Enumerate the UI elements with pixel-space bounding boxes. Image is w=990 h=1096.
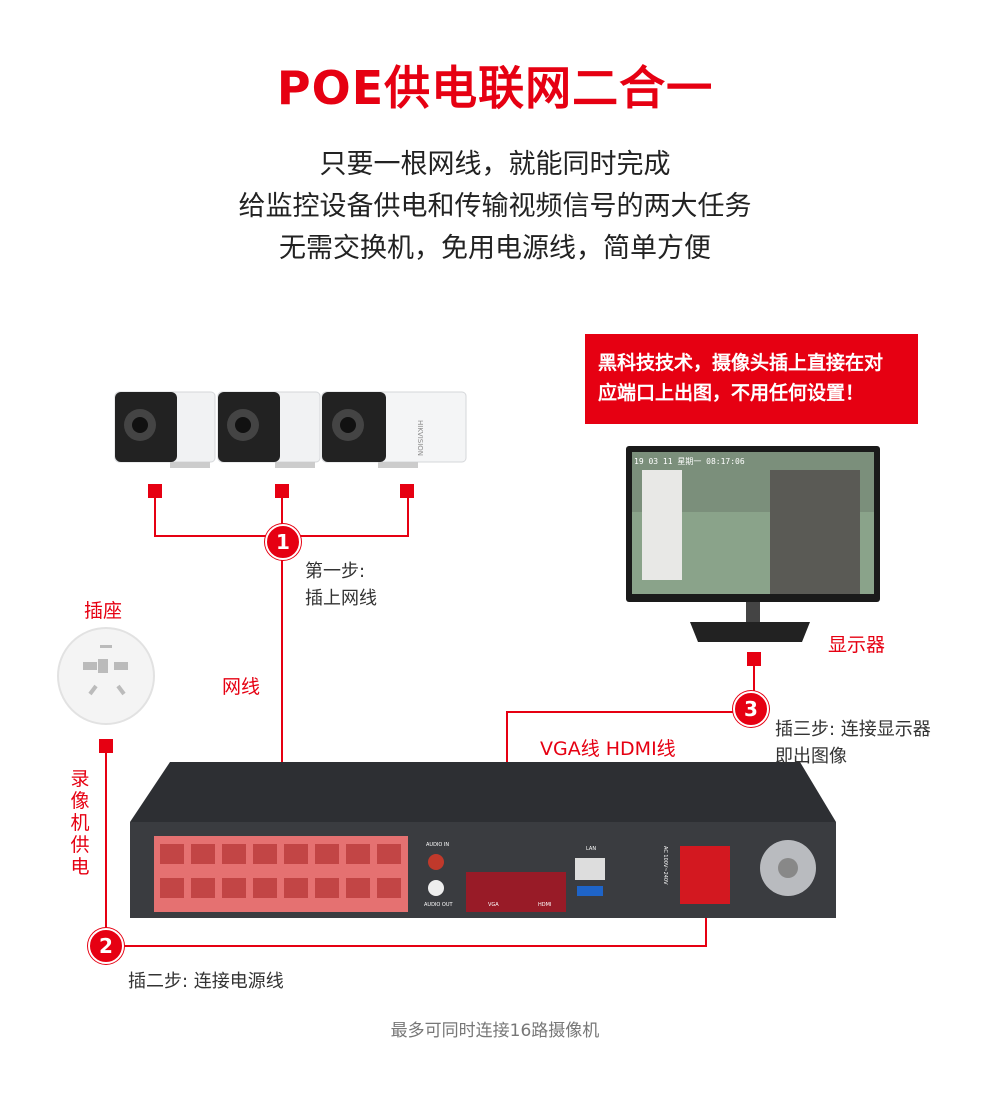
recorder-power-label: 录 像 机 供 电 [70, 768, 90, 878]
screen-osd-text: 19 03 11 星期一 08:17:06 [634, 457, 745, 466]
power-socket-image [57, 627, 155, 725]
footer-note: 最多可同时连接16路摄像机 [390, 1021, 600, 1041]
rj45-port [222, 878, 246, 898]
rj45-port [253, 844, 277, 864]
vga-hdmi-label: VGA线 HDMI线 [540, 738, 676, 760]
rj45-port [284, 844, 308, 864]
subtitle-line-1: 只要一根网线，就能同时完成 [319, 149, 671, 180]
subtitle-line-3: 无需交换机，免用电源线，简单方便 [279, 233, 711, 264]
tech-box-line-2: 应端口上出图，不用任何设置！ [598, 382, 865, 404]
rj45-port [346, 878, 370, 898]
step-1-badge: 1 [265, 524, 301, 560]
camera-2-image [217, 391, 321, 468]
rj45-port [346, 844, 370, 864]
poe-ports [160, 844, 401, 898]
step-1-line-1: 第一步: [305, 561, 366, 582]
audio-out-label: AUDIO OUT [424, 902, 453, 908]
subtitle-line-2: 给监控设备供电和传输视频信号的两大任务 [238, 191, 752, 222]
rj45-port [315, 844, 339, 864]
step-2-badge: 2 [88, 928, 124, 964]
camera-3-image [321, 391, 467, 468]
vga-port-label: VGA [488, 902, 499, 908]
tech-box-line-1: 黑科技技术，摄像头插上直接在对 [598, 352, 884, 374]
rj45-port [160, 878, 184, 898]
camera-brand-text: HIKVISION [416, 420, 424, 457]
nvr-recorder-image [130, 762, 836, 918]
step-3-line-2: 即出图像 [775, 746, 847, 767]
rj45-port [191, 878, 215, 898]
socket-label: 插座 [84, 600, 123, 622]
step-3-badge: 3 [733, 691, 769, 727]
camera-1-image [114, 391, 216, 468]
rj45-port [315, 878, 339, 898]
page-title: POE供电联网二合一 [276, 61, 714, 115]
rj45-port [191, 844, 215, 864]
cable-label: 网线 [222, 676, 261, 698]
rj45-port [284, 878, 308, 898]
rj45-port [377, 878, 401, 898]
audio-in-label: AUDIO IN [426, 842, 450, 848]
monitor-image [626, 446, 880, 642]
step-3-line-1: 插三步: 连接显示器 [775, 719, 931, 740]
rj45-port [377, 844, 401, 864]
step-1-line-2: 插上网线 [305, 588, 377, 609]
rj45-port [222, 844, 246, 864]
hdmi-port-label: HDMI [538, 902, 552, 908]
power-rating-label: AC 100V~240V [662, 846, 668, 885]
rj45-port [160, 844, 184, 864]
lan-port-label: LAN [586, 846, 597, 852]
monitor-label: 显示器 [828, 634, 886, 656]
step-2-line-1: 插二步: 连接电源线 [128, 971, 284, 992]
tech-highlight-box: 黑科技技术，摄像头插上直接在对 应端口上出图，不用任何设置！ [585, 334, 918, 424]
rj45-port [253, 878, 277, 898]
